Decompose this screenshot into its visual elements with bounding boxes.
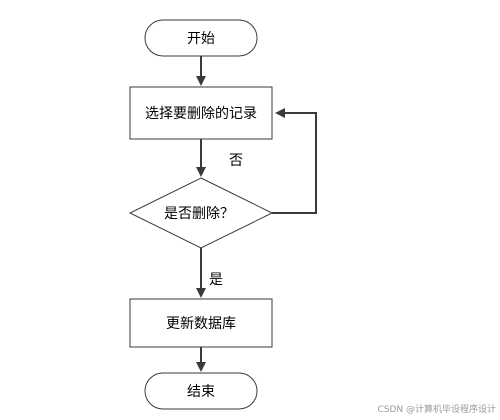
start-node-label: 开始	[187, 31, 215, 47]
end-node: 结束	[144, 372, 258, 410]
watermark-text: CSDN @计算机毕设程序设计	[377, 403, 496, 415]
select-record-node: 选择要删除的记录	[129, 86, 273, 140]
edge-no-label: 否	[229, 153, 243, 169]
end-node-label: 结束	[187, 384, 215, 400]
select-record-label: 选择要删除的记录	[145, 106, 257, 122]
decision-label: 是否删除？	[164, 206, 234, 222]
decision-node: 是否删除？	[128, 177, 274, 249]
edge-decision-loop-back	[272, 108, 317, 214]
update-database-node: 更新数据库	[129, 298, 273, 348]
update-database-label: 更新数据库	[166, 316, 236, 332]
start-node: 开始	[144, 19, 258, 57]
edge-yes-label: 是	[209, 272, 223, 288]
